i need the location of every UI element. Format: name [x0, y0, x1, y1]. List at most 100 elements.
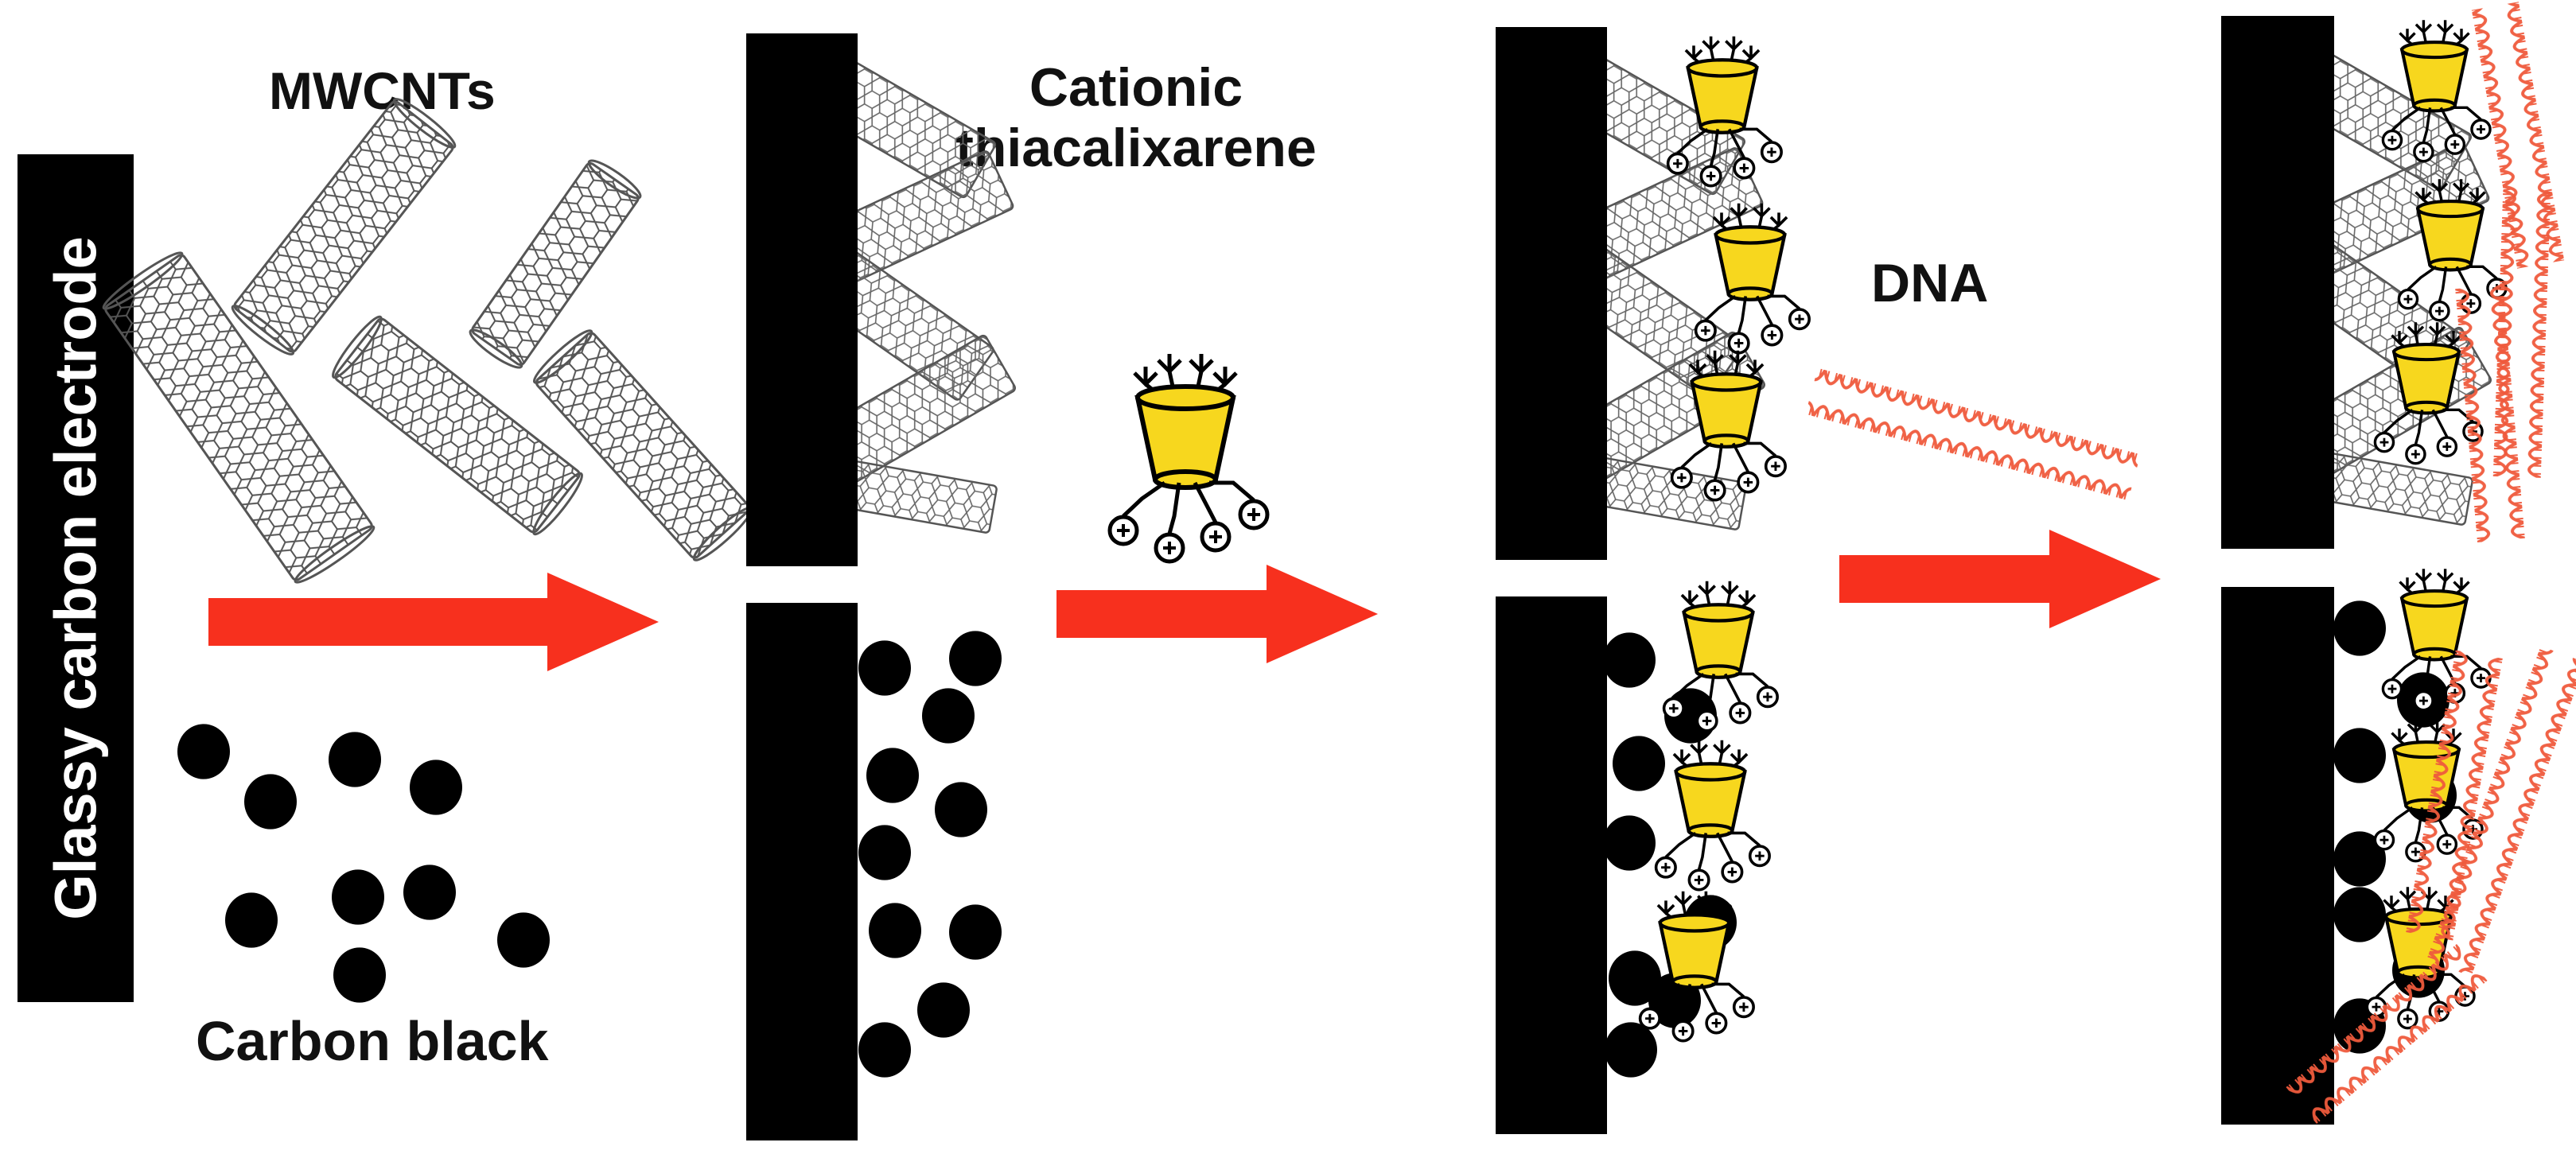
- electrode-plate-3: [1496, 27, 1607, 560]
- carbon-black-electrode3-3: [1613, 736, 1665, 791]
- carbon-black-electrode4-1: [2333, 600, 2386, 656]
- carbon-black-electrode2-9: [917, 982, 970, 1038]
- carbon-black-free-3: [329, 732, 381, 787]
- carbon-black-electrode2-3: [922, 688, 975, 744]
- plus-charge-icon: [2470, 119, 2492, 140]
- calixarene-cup-icon-e3-6: [1638, 891, 1755, 1043]
- carbon-black-free-6: [332, 869, 384, 925]
- carbon-black-free-5: [225, 892, 278, 948]
- carbon-black-electrode3-8: [1605, 1022, 1657, 1078]
- nanotube-2: [231, 98, 457, 356]
- cationic-thiacalixarene-label: Cationic thiacalixarene: [955, 57, 1317, 178]
- nanotube-3: [469, 159, 642, 369]
- calixarene-cup-icon-e3-2: [1694, 203, 1811, 355]
- carbon-black-group: [177, 600, 2457, 1078]
- plus-charge-icon: [2381, 678, 2403, 700]
- plus-charge-icon: [1703, 479, 1726, 502]
- plus-charge-icon: [1761, 324, 1784, 347]
- plus-charge-icon: [2413, 141, 2434, 163]
- carbon-black-electrode2-6: [858, 825, 911, 880]
- plus-charge-icon: [1687, 868, 1710, 892]
- carbon-black-electrode3-6: [1609, 950, 1661, 1006]
- calixarene-cup-icon-e3-1: [1666, 36, 1783, 188]
- plus-charge-icon: [1200, 521, 1232, 553]
- carbon-black-electrode4-3: [2333, 728, 2386, 783]
- carbon-black-electrode3-1: [1603, 632, 1656, 688]
- plus-charge-icon: [2436, 436, 2458, 457]
- electrodes-group: [746, 16, 2334, 1140]
- carbon-black-label: Carbon black: [196, 1010, 549, 1072]
- plus-charge-icon: [1760, 141, 1783, 164]
- plus-charge-icon: [1654, 856, 1677, 879]
- plus-charge-icon: [1671, 1020, 1695, 1043]
- plus-charge-icon: [1154, 532, 1185, 564]
- plus-charge-icon: [1764, 455, 1787, 478]
- dna-helix-icon-free: [1805, 367, 2141, 501]
- plus-charge-icon: [1756, 686, 1779, 709]
- plus-charge-icon: [1732, 996, 1755, 1019]
- cationic-label-line1: Cationic: [1029, 57, 1243, 118]
- plus-charge-icon: [1699, 165, 1722, 188]
- plus-charge-icon: [2413, 690, 2434, 712]
- plus-charge-icon: [1729, 701, 1752, 725]
- calixarenes-group: [1107, 20, 2508, 1043]
- carbon-black-free-9: [497, 912, 550, 968]
- dna-helix-icon-e4-6: [2286, 944, 2488, 1124]
- nanotube-5: [532, 329, 753, 561]
- plus-charge-icon: [2405, 443, 2426, 465]
- carbon-black-electrode4-6: [2333, 887, 2386, 942]
- arrow-right-icon-3: [1839, 530, 2161, 628]
- electrode-plate-5: [2221, 16, 2334, 549]
- plus-charge-icon: [2429, 300, 2450, 322]
- mwcnts-label: MWCNTs: [269, 61, 496, 120]
- plus-charge-icon: [1662, 697, 1685, 720]
- carbon-black-free-8: [333, 947, 386, 1003]
- cationic-label-line2: thiacalixarene: [955, 118, 1317, 179]
- plus-charge-icon: [2373, 431, 2395, 453]
- plus-charge-icon: [1666, 152, 1689, 175]
- carbon-black-electrode2-8: [949, 904, 1002, 960]
- plus-charge-icon: [2373, 829, 2395, 851]
- plus-charge-icon: [1695, 709, 1718, 732]
- dna-helix-icon-e4-3: [2492, 190, 2551, 478]
- plus-charge-icon: [1727, 332, 1750, 355]
- dna-helix-icon-e4-5: [2426, 646, 2576, 977]
- plus-charge-icon: [2444, 134, 2466, 155]
- plus-charge-icon: [1638, 1007, 1661, 1030]
- plus-charge-icon: [1737, 471, 1760, 494]
- plus-charge-icon: [1748, 845, 1771, 868]
- plus-charge-icon: [1788, 308, 1811, 331]
- arrow-right-icon-2: [1056, 565, 1378, 663]
- carbon-black-electrode2-10: [858, 1022, 911, 1078]
- arrows-group: [208, 530, 2161, 671]
- nanotube-4: [332, 315, 583, 536]
- carbon-black-electrode4-5: [2333, 831, 2386, 887]
- carbon-black-electrode3-4: [1603, 815, 1656, 871]
- plus-charge-icon: [1670, 466, 1693, 489]
- calixarene-cup-icon-e3-3: [1670, 350, 1787, 502]
- dna-label: DNA: [1871, 253, 1989, 313]
- electrode-plate-4: [1496, 596, 1607, 1134]
- plus-charge-icon: [1238, 499, 1270, 530]
- carbon-black-free-4: [410, 760, 462, 815]
- calixarene-cup-icon-free: [1107, 354, 1270, 564]
- plus-charge-icon: [1694, 319, 1717, 342]
- nanotube-1: [102, 251, 376, 584]
- carbon-black-electrode2-4: [866, 748, 919, 803]
- nanotubes-group: [102, 98, 753, 584]
- arrow-right-icon-1: [208, 573, 659, 671]
- dna-helix-icon-e4-4: [2406, 650, 2503, 941]
- plus-charge-icon: [1733, 157, 1756, 180]
- carbon-black-electrode2-5: [935, 782, 987, 837]
- electrode-plate-1: [746, 33, 858, 566]
- plus-charge-icon: [1705, 1012, 1728, 1035]
- plus-charge-icon: [1721, 861, 1744, 884]
- carbon-black-electrode2-7: [869, 903, 921, 958]
- plus-charge-icon: [2381, 129, 2403, 151]
- carbon-black-electrode2-1: [858, 640, 911, 696]
- electrode-plate-2: [746, 603, 858, 1140]
- dna-group: [1805, 2, 2576, 1124]
- carbon-black-free-2: [244, 774, 297, 830]
